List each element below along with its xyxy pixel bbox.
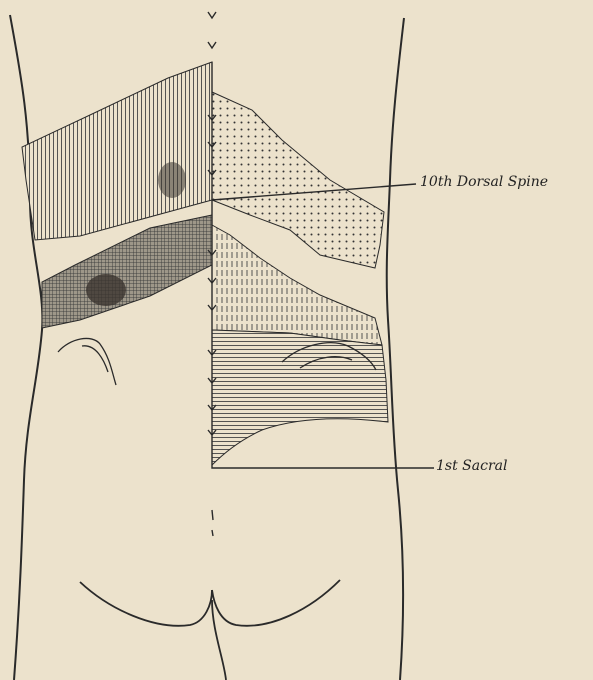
region-vertical-hatch (22, 62, 212, 240)
buttock-curve-right (212, 580, 340, 626)
label-1st-sacral: 1st Sacral (436, 458, 507, 474)
dark-spot-upper (158, 162, 186, 198)
body-outline-right (387, 18, 404, 680)
buttock-curve-left (80, 582, 212, 626)
dark-spot-left (86, 274, 126, 306)
body-outline-left (10, 15, 42, 680)
label-10th-dorsal-spine: 10th Dorsal Spine (420, 174, 548, 190)
